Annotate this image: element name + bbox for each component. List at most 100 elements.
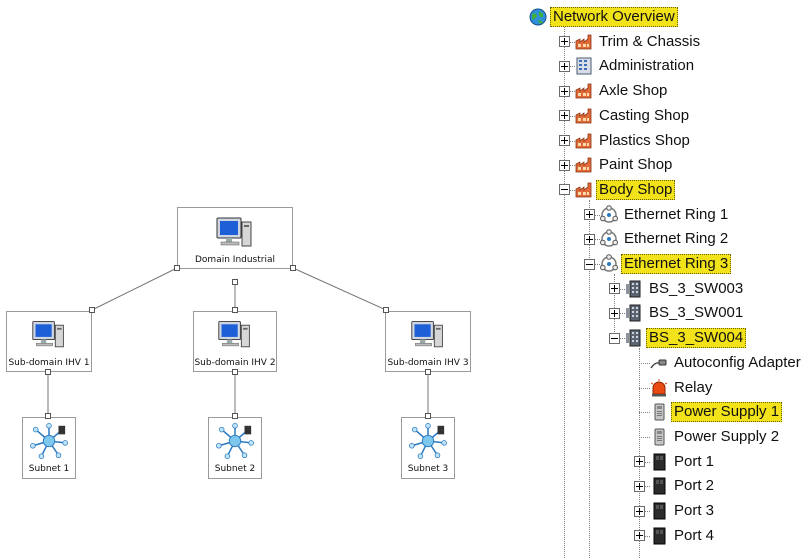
network-hub-icon — [30, 423, 68, 459]
ring-icon — [600, 229, 619, 248]
connector-handle[interactable] — [232, 413, 238, 419]
port-icon — [653, 477, 666, 495]
tree-item-label: Plastics Shop — [599, 131, 690, 149]
tree-item-label: Port 1 — [674, 452, 715, 470]
tree-item-ethernet-ring-1[interactable]: Ethernet Ring 1 — [584, 203, 731, 227]
tree-guide-line — [639, 348, 640, 558]
factory-icon — [575, 182, 592, 198]
subdomain-ihv-1-node[interactable]: Sub-domain IHV 1 — [6, 311, 92, 372]
tree-item-bs-3-sw003[interactable]: BS_3_SW003 — [609, 277, 746, 301]
tree-item-ethernet-ring-3[interactable]: Ethernet Ring 3 — [584, 252, 732, 276]
expand-toggle-icon[interactable] — [559, 36, 570, 48]
tree-item-label: Administration — [599, 57, 695, 75]
tree-item-bs-3-sw001[interactable]: BS_3_SW001 — [609, 301, 746, 325]
tree-item-label: Paint Shop — [599, 156, 673, 174]
connector-handle[interactable] — [290, 265, 296, 271]
collapse-toggle-icon[interactable] — [584, 258, 595, 270]
connector-handle[interactable] — [174, 265, 180, 271]
expand-toggle-icon[interactable] — [634, 505, 645, 517]
expand-toggle-icon[interactable] — [634, 480, 645, 492]
tree-item-body-shop[interactable]: Body Shop — [559, 178, 676, 202]
tree-item-port-3[interactable]: Port 3 — [634, 499, 717, 523]
expand-toggle-icon[interactable] — [559, 135, 570, 146]
connector-handle[interactable] — [232, 369, 238, 375]
factory-icon — [575, 83, 592, 99]
expand-toggle-icon[interactable] — [609, 283, 620, 295]
tree-item-port-4[interactable]: Port 4 — [634, 524, 717, 548]
ring-icon — [600, 204, 619, 223]
tree-item-power-supply-2[interactable]: Power Supply 2 — [649, 425, 782, 449]
tree-item-label: Body Shop — [596, 179, 676, 200]
tree-guide-line — [589, 199, 590, 558]
expand-toggle-icon[interactable] — [634, 530, 645, 542]
collapse-toggle-icon[interactable] — [559, 184, 570, 196]
expand-toggle-icon[interactable] — [559, 110, 570, 122]
connector-handle[interactable] — [425, 413, 431, 419]
expand-toggle-icon[interactable] — [584, 233, 595, 245]
expand-toggle-icon[interactable] — [609, 307, 620, 319]
tree-item-label: Ethernet Ring 2 — [624, 230, 729, 248]
tree-item-label: Network Overview — [550, 7, 678, 27]
subdomain-ihv-3-node[interactable]: Sub-domain IHV 3 — [385, 311, 471, 372]
connector-handle[interactable] — [45, 413, 51, 419]
tree-item-port-2[interactable]: Port 2 — [634, 474, 717, 498]
tree-guide-line — [639, 362, 650, 364]
tree-item-network-overview[interactable]: Network Overview — [528, 5, 678, 29]
connector-handle[interactable] — [45, 369, 51, 375]
tree-item-bs-3-sw004[interactable]: BS_3_SW004 — [609, 326, 747, 350]
tree-item-power-supply-1[interactable]: Power Supply 1 — [649, 400, 783, 424]
tree-item-casting-shop[interactable]: Casting Shop — [559, 104, 692, 128]
globe-icon — [529, 8, 547, 26]
tree-item-plastics-shop[interactable]: Plastics Shop — [559, 129, 693, 153]
factory-icon — [575, 108, 592, 124]
expand-toggle-icon[interactable] — [559, 85, 570, 97]
subnet-2-node[interactable]: Subnet 2 — [208, 417, 262, 479]
domain-industrial-node[interactable]: Domain Industrial — [177, 207, 293, 269]
tree-item-axle-shop[interactable]: Axle Shop — [559, 79, 670, 103]
tree-item-paint-shop[interactable]: Paint Shop — [559, 153, 675, 177]
subdomain-ihv-2-node[interactable]: Sub-domain IHV 2 — [193, 311, 277, 372]
tree-item-label: Port 2 — [674, 477, 715, 495]
tree-item-relay[interactable]: Relay — [649, 376, 715, 400]
factory-icon — [575, 34, 592, 50]
power-supply-icon — [654, 403, 665, 421]
tree-item-label: Casting Shop — [599, 106, 690, 124]
computer-icon — [411, 321, 443, 348]
tree-item-label: Port 3 — [674, 502, 715, 519]
relay-light-icon — [650, 378, 668, 396]
connector-handle[interactable] — [232, 307, 238, 313]
subnet-3-node[interactable]: Subnet 3 — [401, 417, 455, 479]
tree-guide-line — [639, 387, 650, 389]
tree-item-ethernet-ring-2[interactable]: Ethernet Ring 2 — [584, 227, 731, 251]
switch-icon — [626, 329, 641, 347]
port-icon — [653, 453, 666, 471]
computer-icon — [32, 321, 64, 348]
computer-icon — [216, 217, 252, 247]
subnet-1-node[interactable]: Subnet 1 — [22, 417, 76, 479]
tree-item-trim-chassis[interactable]: Trim & Chassis — [559, 30, 703, 54]
ring-icon — [600, 254, 619, 272]
connector-handle[interactable] — [232, 279, 238, 285]
connector-handle[interactable] — [383, 307, 389, 313]
tree-item-label: BS_3_SW003 — [649, 279, 744, 297]
tree-item-label: Ethernet Ring 1 — [624, 205, 729, 223]
connector-handle[interactable] — [89, 307, 95, 313]
subdomain-ihv-1-label: Sub-domain IHV 1 — [8, 358, 90, 368]
switch-icon — [626, 280, 641, 298]
domain-industrial-label: Domain Industrial — [195, 255, 275, 265]
network-hub-icon — [216, 423, 254, 459]
adapter-icon — [650, 359, 667, 369]
tree-item-port-1[interactable]: Port 1 — [634, 450, 717, 474]
subdomain-ihv-2-label: Sub-domain IHV 2 — [194, 358, 276, 368]
collapse-toggle-icon[interactable] — [609, 332, 620, 344]
expand-toggle-icon[interactable] — [559, 60, 570, 72]
expand-toggle-icon[interactable] — [559, 159, 570, 171]
subnet-2-label: Subnet 2 — [214, 464, 256, 474]
expand-toggle-icon[interactable] — [584, 209, 595, 221]
tree-item-autoconfig-adapter[interactable]: Autoconfig Adapter — [649, 351, 802, 375]
tree-item-administration[interactable]: Administration — [559, 54, 697, 78]
expand-toggle-icon[interactable] — [634, 456, 645, 468]
port-icon — [653, 502, 666, 520]
connector-handle[interactable] — [425, 369, 431, 375]
